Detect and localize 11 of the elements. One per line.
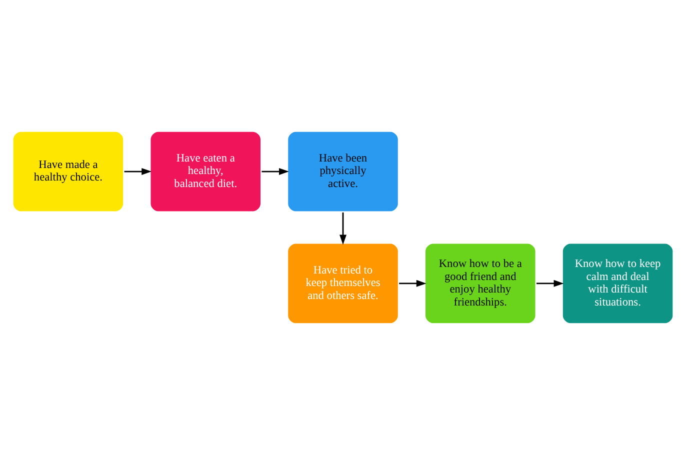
- arrow: [124, 168, 152, 176]
- node-box: Have made a healthy choice.: [11, 130, 126, 214]
- arrow: [536, 280, 564, 287]
- arrow: [340, 212, 346, 245]
- node-box: Have eaten a healthy, balanced diet.: [148, 130, 263, 214]
- node-box: Have tried to keep themselves and others safe.: [286, 242, 400, 326]
- arrow: [262, 168, 289, 176]
- node-box: Know how to be a good friend and enjoy healthy friendships.: [423, 242, 538, 326]
- node-box: Have been physically active.: [286, 130, 400, 214]
- node-box: Know how to keep calm and deal with difficult situations.: [560, 242, 675, 326]
- arrow: [399, 280, 426, 287]
